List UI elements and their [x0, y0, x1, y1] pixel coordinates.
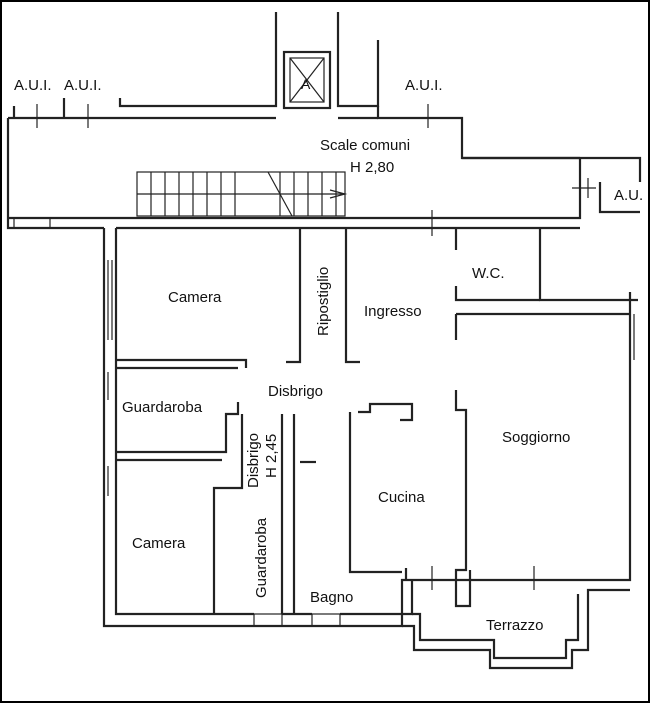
- room-label-guardaroba-2: Guardaroba: [253, 517, 270, 598]
- terrace: [402, 588, 630, 670]
- room-label-camera-2: Camera: [132, 535, 186, 552]
- room-label-guardaroba-1: Guardaroba: [122, 399, 203, 416]
- room-label-disbrigo-1: Disbrigo: [268, 383, 323, 400]
- room-label-terrazzo: Terrazzo: [486, 617, 544, 634]
- upper-walls: [8, 12, 642, 214]
- stairs-title: Scale comuni: [320, 137, 410, 154]
- elevator-label: A: [301, 76, 311, 92]
- aui-markers: [36, 104, 596, 198]
- room-label-ingresso: Ingresso: [364, 303, 422, 320]
- room-label-wc: W.C.: [472, 265, 505, 282]
- staircase: [136, 171, 348, 217]
- room-label-soggiorno: Soggiorno: [502, 429, 570, 446]
- room-label-cucina: Cucina: [378, 489, 425, 506]
- aui-label-4: A.U.: [614, 187, 643, 204]
- apartment-walls: [102, 226, 638, 628]
- openings: [13, 210, 635, 627]
- elevator-shaft: [282, 50, 332, 110]
- room-label-ripostiglio: Ripostiglio: [315, 267, 332, 336]
- room-label-bagno: Bagno: [310, 589, 353, 606]
- aui-label-3: A.U.I.: [405, 77, 443, 94]
- room-label-camera-1: Camera: [168, 289, 222, 306]
- aui-label-1: A.U.I.: [14, 77, 52, 94]
- room-label-disbrigo-2-height: H 2,45: [263, 434, 280, 478]
- aui-label-2: A.U.I.: [64, 77, 102, 94]
- stairs-height: H 2,80: [350, 159, 394, 176]
- room-label-disbrigo-2: Disbrigo: [245, 433, 262, 488]
- interior-walls: [116, 228, 630, 614]
